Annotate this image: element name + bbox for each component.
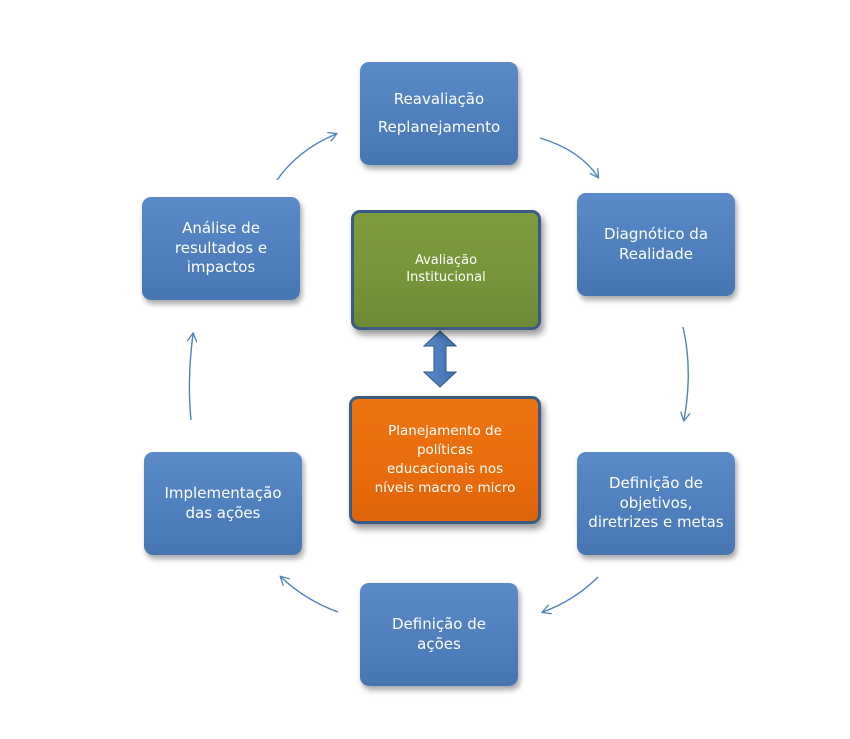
node-definicao-acoes: Definição de ações (360, 583, 518, 686)
node-analise-line2: resultados e (174, 238, 268, 257)
node-analise-line3: impactos (186, 258, 256, 277)
node-implementacao-line1: Implementação (164, 484, 282, 502)
node-reavaliacao-replanejamento: Reavaliação Replanejamento (360, 62, 518, 165)
node-acoes-line2: ações (417, 634, 461, 653)
arrow-reavaliacao-to-diagnostico (539, 137, 598, 177)
arrow-acoes-to-implementacao (281, 577, 339, 613)
node-planejamento-line3: educacionais nos (386, 461, 504, 477)
node-reavaliacao-line2: Replanejamento (377, 117, 501, 136)
node-avaliacao-line2: Institucional (406, 270, 486, 285)
double-arrow-center (422, 330, 458, 388)
arrow-diagnostico-to-objetivos (683, 326, 688, 420)
node-analise-line1: Análise de (182, 219, 260, 238)
arrow-objetivos-to-acoes (543, 576, 599, 612)
node-diagnostico-line1: Diagnótico da (603, 225, 709, 243)
node-planejamento-politicas: Planejamento de políticas educacionais n… (349, 396, 541, 524)
node-reavaliacao-line1: Reavaliação (393, 90, 485, 108)
arrow-implementacao-to-analise (189, 334, 193, 421)
node-definicao-objetivos: Definição de objetivos, diretrizes e met… (577, 452, 735, 555)
node-avaliacao-institucional: Avaliação Institucional (351, 210, 541, 330)
node-planejamento-line1: Planejamento de (388, 423, 502, 440)
node-implementacao-line2: das ações (185, 503, 261, 522)
node-analise-resultados: Análise de resultados e impactos (142, 197, 300, 300)
arrow-analise-to-reavaliacao (276, 134, 336, 181)
node-objetivos-line3: diretrizes e metas (588, 513, 724, 532)
node-planejamento-line2: políticas (416, 442, 474, 459)
node-diagnostico-realidade: Diagnótico da Realidade (577, 193, 735, 296)
node-acoes-line1: Definição de (391, 615, 487, 633)
node-diagnostico-line2: Realidade (619, 244, 693, 263)
node-objetivos-line1: Definição de (608, 474, 704, 493)
node-planejamento-line4: níveis macro e micro (374, 479, 516, 496)
node-objetivos-line2: objetivos, (619, 493, 693, 512)
node-avaliacao-line1: Avaliação (414, 253, 478, 269)
node-implementacao-acoes: Implementação das ações (144, 452, 302, 555)
